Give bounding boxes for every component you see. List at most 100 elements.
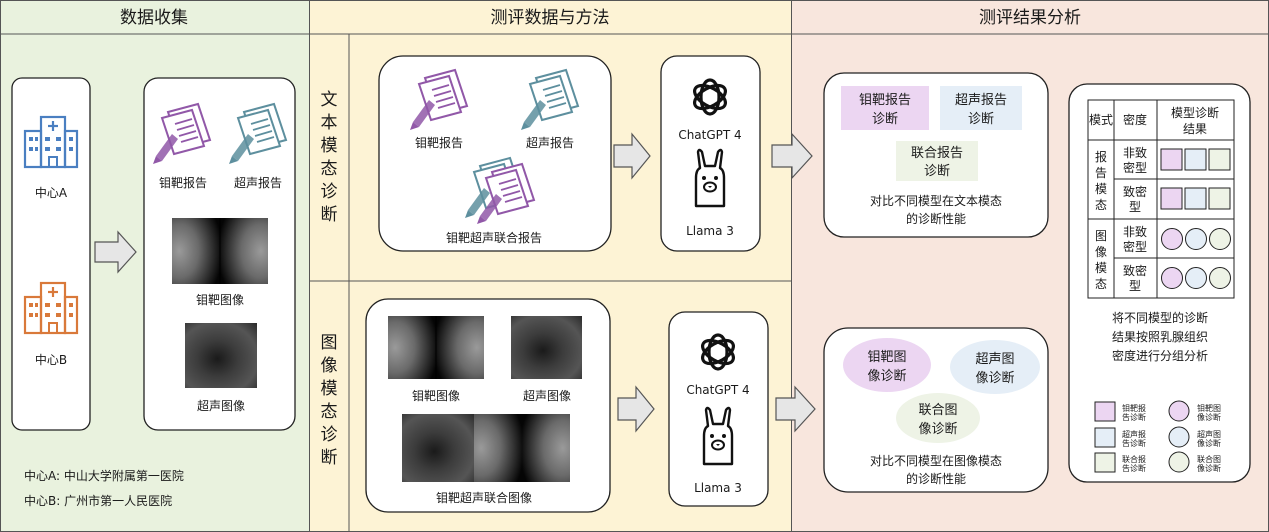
density-summary: 结果按照乳腺组织 (1112, 330, 1208, 344)
image-models-box (668, 311, 769, 507)
center-b-label: 中心B (35, 352, 67, 367)
svg-text:本: 本 (321, 113, 338, 133)
table-header-density: 密度 (1123, 112, 1147, 127)
footnote-center-b: 中心B: 广州市第一人民医院 (24, 493, 172, 508)
table-header-result: 结果 (1183, 122, 1207, 136)
svg-text:像: 像 (321, 356, 338, 376)
svg-text:态: 态 (321, 159, 338, 179)
svg-text:断: 断 (321, 205, 338, 225)
svg-text:断: 断 (321, 448, 338, 468)
svg-text:态: 态 (321, 402, 338, 422)
svg-text:像诊断: 像诊断 (975, 371, 1014, 386)
arrow-right-icon (94, 230, 137, 274)
svg-text:模: 模 (321, 136, 338, 156)
mammo-report-label: 钼靶报告 (159, 175, 207, 190)
svg-text:图: 图 (1095, 229, 1107, 243)
us-image-label: 超声图像 (523, 388, 571, 403)
svg-text:超声报告: 超声报告 (955, 93, 1007, 108)
mammo-image-label: 钼靶图像 (196, 293, 244, 307)
svg-text:钼靶图: 钼靶图 (867, 350, 906, 365)
text-mode-label: 文 本 模 态 诊 断 (321, 90, 338, 225)
svg-text:告诊断: 告诊断 (1122, 412, 1146, 422)
mammo-image (388, 316, 484, 379)
svg-text:诊断: 诊断 (872, 112, 898, 127)
svg-text:诊: 诊 (321, 182, 338, 202)
svg-text:报: 报 (1095, 149, 1107, 164)
combined-image-diag-tag (896, 393, 980, 443)
svg-text:联合报告: 联合报告 (911, 146, 963, 161)
arrow-right-icon (775, 385, 816, 433)
model-llama-label: Llama 3 (686, 224, 734, 238)
text-data-box (378, 55, 612, 252)
model-chatgpt-label: ChatGPT 4 (678, 128, 741, 142)
svg-text:联合图: 联合图 (1197, 454, 1221, 464)
density-non-dense: 非致 (1123, 225, 1147, 239)
density-dense: 致密 (1123, 263, 1147, 278)
table-header-mode: 模式 (1089, 113, 1113, 127)
us-report-label: 超声报告 (234, 175, 282, 190)
footnote-center-a: 中心A: 中山大学附属第一医院 (24, 468, 184, 483)
combined-image-label: 钼靶超声联合图像 (436, 490, 532, 505)
svg-text:态: 态 (1095, 277, 1107, 291)
arrow-right-icon (771, 132, 813, 180)
mammo-report-label: 钼靶报告 (415, 135, 463, 150)
text-comparison-caption: 的诊断性能 (906, 211, 966, 226)
image-mode-label: 图 像 模 态 诊 断 (321, 333, 338, 468)
svg-text:像诊断: 像诊断 (1197, 463, 1221, 473)
arrow-right-icon (613, 132, 651, 180)
svg-text:像诊断: 像诊断 (867, 369, 906, 384)
image-comparison-caption: 的诊断性能 (906, 471, 966, 486)
us-image-diag-tag (950, 340, 1040, 394)
density-non-dense: 非致 (1123, 146, 1147, 160)
svg-text:文: 文 (321, 90, 338, 110)
density-summary: 密度进行分组分析 (1112, 348, 1208, 363)
svg-text:模: 模 (321, 379, 338, 399)
svg-text:告诊断: 告诊断 (1122, 438, 1146, 448)
svg-text:像: 像 (1095, 245, 1107, 259)
us-report-diag-tag (940, 86, 1022, 130)
image-comparison-caption: 对比不同模型在图像模态 (870, 454, 1002, 468)
svg-text:联合报: 联合报 (1122, 454, 1146, 464)
method-section-title: 测评数据与方法 (491, 8, 610, 28)
svg-text:超声图: 超声图 (1197, 429, 1221, 439)
center-a-label: 中心A (35, 185, 68, 200)
us-image (511, 316, 582, 379)
mammo-image-label: 钼靶图像 (412, 389, 460, 403)
svg-text:诊: 诊 (321, 425, 338, 445)
result-section-title: 测评结果分析 (979, 8, 1081, 28)
arrow-right-icon (617, 385, 655, 433)
model-llama-label: Llama 3 (694, 481, 742, 495)
svg-text:模: 模 (1095, 261, 1107, 275)
svg-text:模: 模 (1095, 182, 1107, 196)
text-comparison-caption: 对比不同模型在文本模态 (870, 193, 1002, 208)
table-header-result: 模型诊断 (1171, 105, 1219, 120)
mammo-image-diag-tag (843, 338, 931, 392)
svg-text:告诊断: 告诊断 (1122, 463, 1146, 473)
image-mode-cell: 图 像 模 态 (1095, 229, 1107, 291)
text-models-box (660, 55, 761, 252)
svg-text:像诊断: 像诊断 (918, 422, 957, 437)
mammo-image (172, 218, 268, 284)
svg-text:超声报: 超声报 (1122, 429, 1146, 439)
us-report-label: 超声报告 (526, 135, 574, 150)
density-dense: 致密 (1123, 184, 1147, 199)
svg-text:钼靶报: 钼靶报 (1122, 403, 1146, 413)
legend: 钼靶报 告诊断 超声报 告诊断 联合报 告诊断 钼靶图 像诊断 超声图 像诊断 … (1094, 400, 1221, 473)
svg-text:像诊断: 像诊断 (1197, 438, 1221, 448)
centers-box (11, 77, 91, 431)
svg-text:告: 告 (1095, 166, 1107, 180)
svg-text:联合图: 联合图 (918, 403, 957, 418)
us-image-label: 超声图像 (197, 398, 245, 413)
svg-text:钼靶图: 钼靶图 (1197, 403, 1221, 413)
result-squares (1160, 148, 1231, 210)
combined-report-label: 钼靶超声联合报告 (446, 230, 542, 245)
result-circles (1161, 228, 1231, 289)
combined-image (402, 414, 570, 482)
svg-text:诊断: 诊断 (968, 112, 994, 127)
collect-section-title: 数据收集 (120, 8, 188, 28)
svg-text:诊断: 诊断 (924, 164, 950, 179)
mammo-report-diag-tag (841, 86, 929, 130)
svg-text:钼靶报告: 钼靶报告 (859, 93, 911, 108)
model-chatgpt-label: ChatGPT 4 (686, 383, 749, 397)
